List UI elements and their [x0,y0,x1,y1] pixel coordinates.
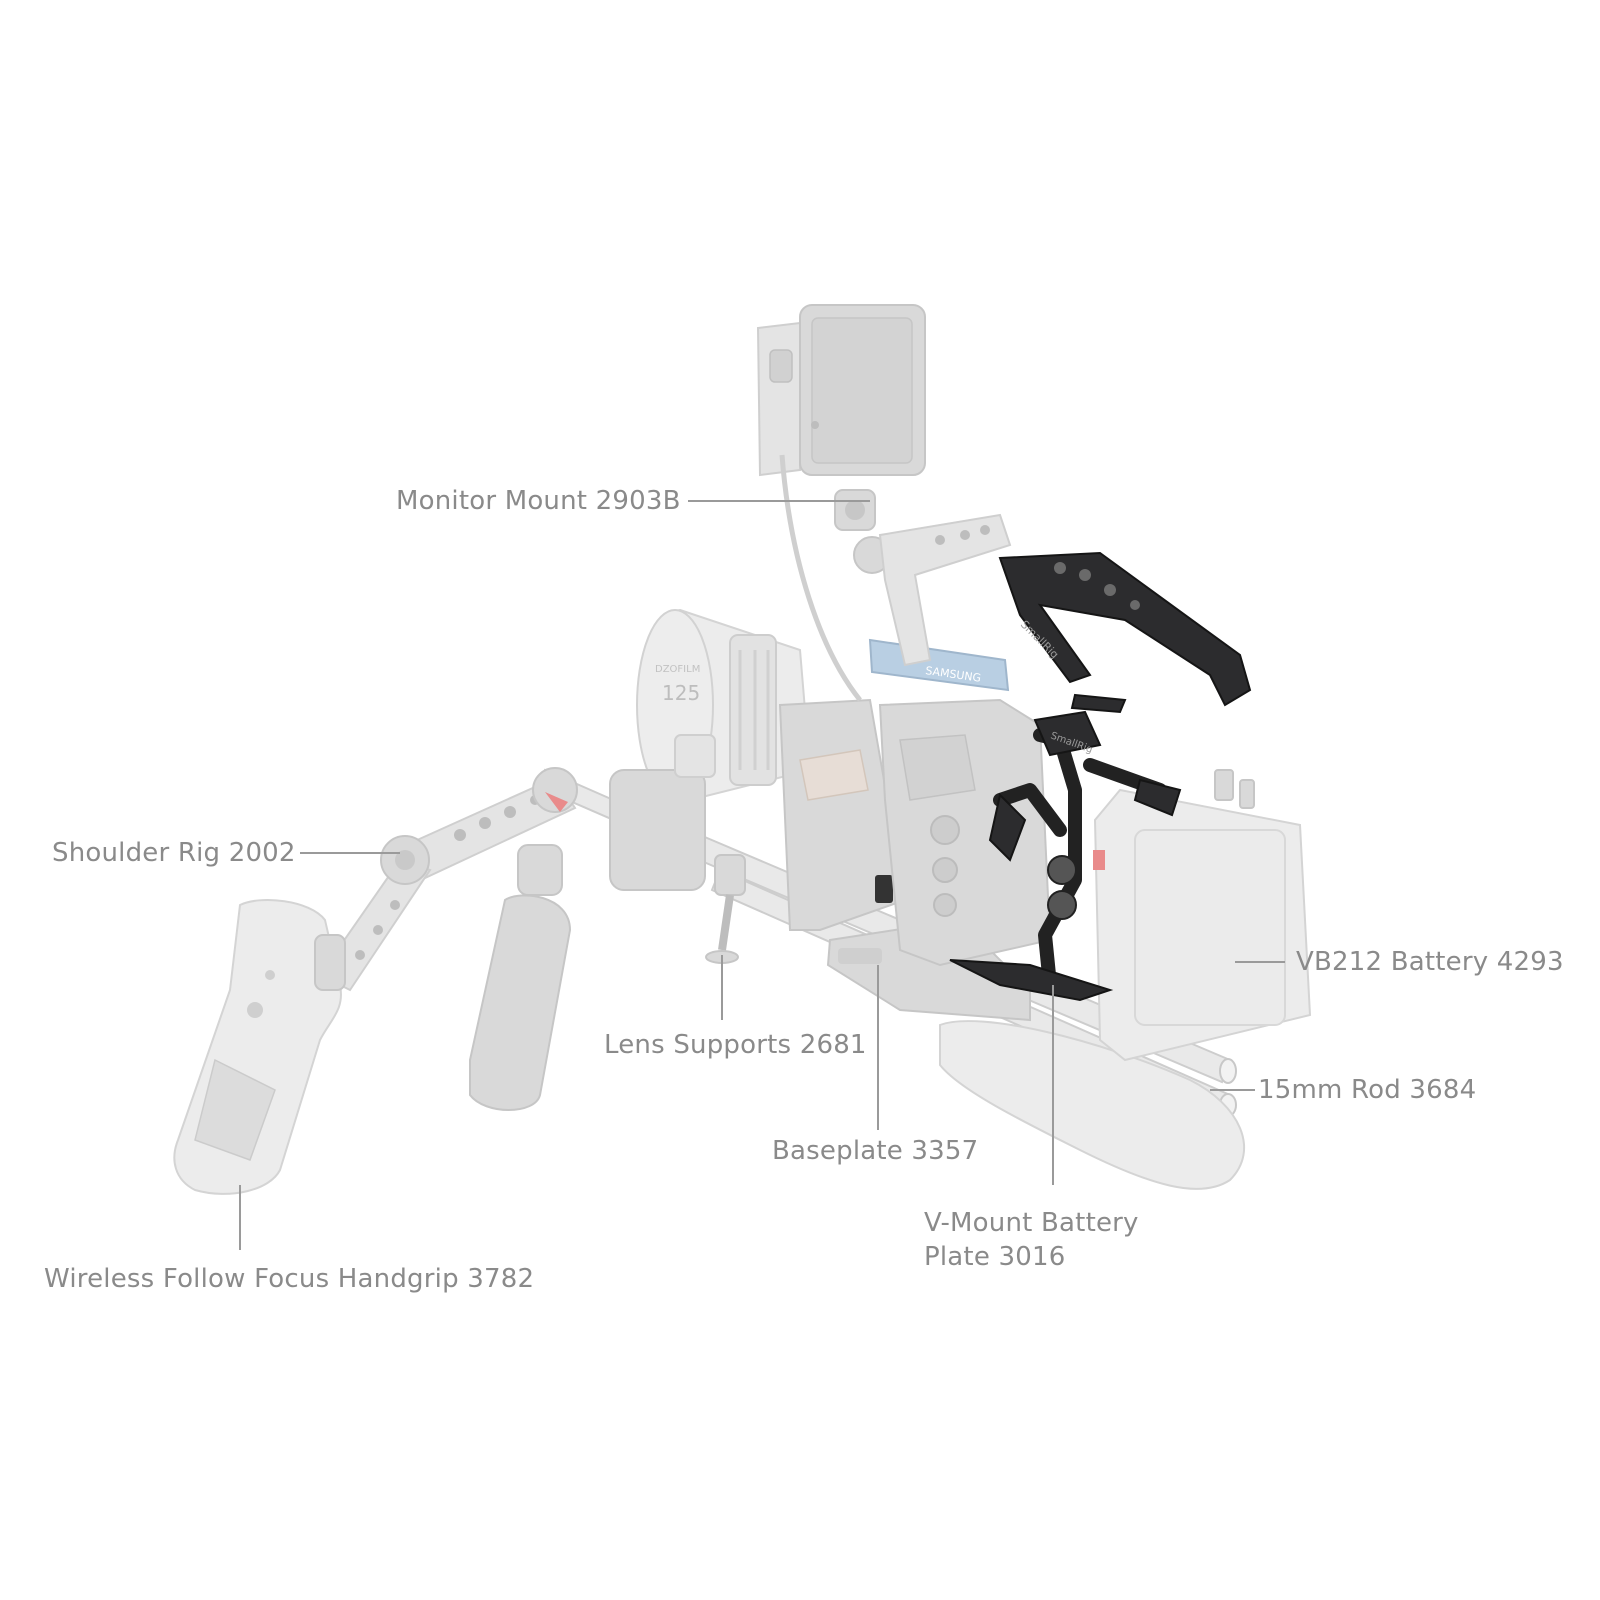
callout-vb212-battery: VB212 Battery 4293 [1296,947,1564,977]
follow-focus-motor [609,734,716,891]
side-handle [778,698,907,931]
shoulder-rig-handle [469,844,572,1111]
callout-wireless-handgrip: Wireless Follow Focus Handgrip 3782 [44,1264,535,1294]
wireless-handgrip [173,899,346,1195]
lens-focal-marking: 125 [662,681,700,705]
callout-monitor-mount: Monitor Mount 2903B [396,486,681,516]
top-handle-rear [878,513,1012,667]
monitor [756,304,926,477]
shoulder-pad [939,1020,1246,1190]
callout-baseplate: Baseplate 3357 [772,1136,979,1166]
top-handle-highlight: SmallRig [998,551,1252,707]
callout-lens-supports: Lens Supports 2681 [604,1030,867,1060]
callout-shoulder-rig: Shoulder Rig 2002 [52,838,296,868]
shoulder-rig-arm [318,767,578,992]
lens-support [705,854,746,964]
callout-v-mount-plate-line2: Plate 3016 [924,1242,1066,1272]
ssd-drive: SAMSUNG [868,638,1010,692]
leader-lines [239,500,1285,1250]
callout-v-mount-plate-line1: V-Mount Battery [924,1208,1139,1238]
camera-cage-highlight: SmallRig [949,693,1182,1002]
vb212-battery [1093,769,1312,1062]
callout-15mm-rod: 15mm Rod 3684 [1258,1075,1477,1105]
lens-brand-marking: DZOFILM [655,664,700,675]
camera-body [878,698,1052,967]
